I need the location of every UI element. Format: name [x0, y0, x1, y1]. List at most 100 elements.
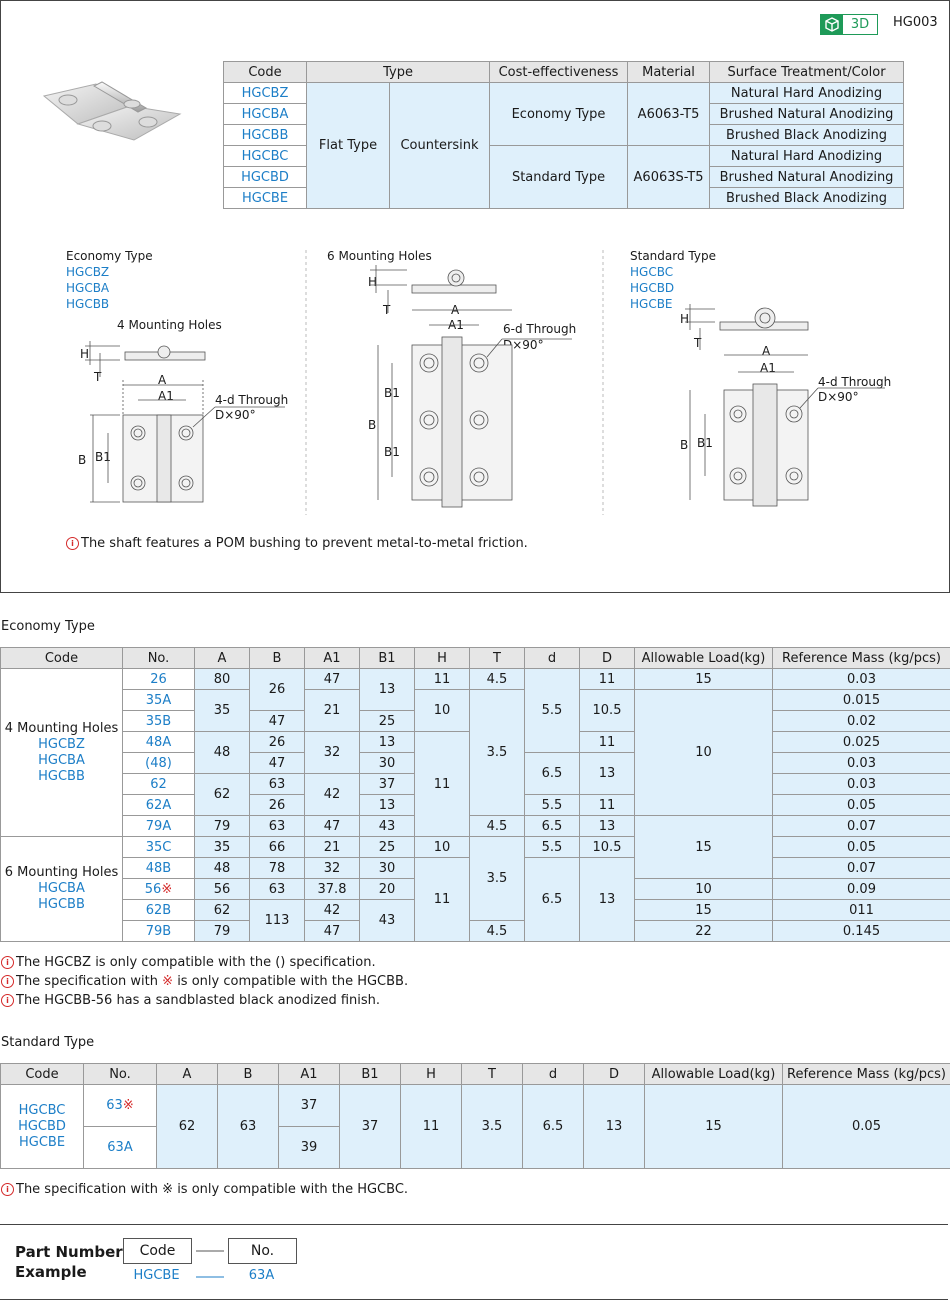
separator-dash	[196, 1250, 224, 1252]
cell: 11	[400, 1084, 462, 1169]
cell: 62	[194, 773, 250, 816]
col-T: T	[469, 647, 525, 669]
code-link[interactable]: HGCBA	[38, 752, 85, 768]
economy-code-link[interactable]: HGCBA	[66, 281, 110, 295]
spec-no-link[interactable]: 79A	[122, 815, 195, 837]
six-holes-label: 6 Mounting Holes	[327, 249, 432, 263]
spec-no-link[interactable]: 62	[122, 773, 195, 795]
dim-H: H	[680, 312, 690, 326]
spec-no-link[interactable]: 63※	[83, 1084, 157, 1127]
code-link[interactable]: HGCBE	[18, 1134, 66, 1150]
dim-B: B	[78, 453, 87, 467]
spec-no-link[interactable]: (48)	[122, 752, 195, 774]
code-link[interactable]: HGCBE	[223, 187, 307, 209]
cell: 0.05	[772, 836, 950, 858]
code-link[interactable]: HGCBA	[38, 881, 85, 896]
cube-icon	[821, 15, 843, 34]
cell: 62	[194, 899, 250, 921]
code-example: HGCBE	[133, 1268, 180, 1283]
col-B1: B1	[339, 1063, 401, 1085]
cell: 11	[414, 668, 470, 690]
cell: 80	[194, 668, 250, 690]
spec-no-link[interactable]: 35B	[122, 710, 195, 732]
countersink-label: D×90°	[215, 408, 256, 422]
cell: 25	[359, 836, 415, 858]
col-material: Material	[627, 61, 711, 83]
economy-section-title: Economy Type	[1, 619, 95, 634]
code-link[interactable]: HGCBB	[223, 124, 307, 146]
col-H: H	[414, 647, 470, 669]
col-B1: B1	[359, 647, 415, 669]
spec-no-link[interactable]: 48B	[122, 857, 195, 879]
cell: 0.05	[782, 1084, 950, 1169]
surface-cell: Brushed Black Anodizing	[709, 124, 905, 146]
cell: 47	[304, 815, 360, 837]
cell: 48	[194, 731, 250, 774]
material-standard: A6063S-T5	[627, 145, 711, 209]
cell: 79	[194, 920, 250, 942]
spec-no-link[interactable]: 62A	[122, 794, 195, 816]
cell: 10	[634, 878, 773, 900]
cell: 30	[359, 857, 415, 879]
spec-no-link[interactable]: 26	[122, 668, 195, 690]
spec-no-link[interactable]: 63A	[83, 1126, 157, 1169]
code-link[interactable]: HGCBC	[223, 145, 307, 167]
code-link[interactable]: HGCBZ	[38, 736, 85, 752]
cell: 011	[772, 899, 950, 921]
col-load: Allowable Load(kg)	[644, 1063, 783, 1085]
cell: 26	[249, 731, 305, 753]
col-T: T	[461, 1063, 523, 1085]
dim-H: H	[80, 347, 90, 361]
material-economy: A6063-T5	[627, 82, 711, 146]
cell: 32	[304, 857, 360, 879]
code-link[interactable]: HGCBB	[38, 897, 85, 912]
economy-spec-table: Code No. A B A1 B1 H T d D Allowable Loa…	[0, 647, 950, 942]
cost-economy: Economy Type	[489, 82, 629, 146]
spec-no-link[interactable]: 56※	[122, 878, 195, 900]
code-link[interactable]: HGCBZ	[223, 82, 307, 104]
standard-code-link[interactable]: HGCBD	[630, 281, 675, 295]
cell: 4.5	[469, 815, 525, 837]
economy-code-link[interactable]: HGCBZ	[66, 265, 110, 279]
standard-code-link[interactable]: HGCBE	[630, 297, 673, 311]
four-holes-label: 4 Mounting Holes	[117, 318, 222, 332]
code-link[interactable]: HGCBB	[38, 768, 85, 784]
cell: 13	[359, 668, 415, 711]
cell: 13	[579, 752, 635, 795]
dim-B: B	[680, 438, 689, 452]
cell: 11	[414, 857, 470, 942]
through-label: 6-d Through	[503, 322, 577, 336]
code-link[interactable]: HGCBC	[18, 1102, 66, 1118]
cell: 6.5	[524, 752, 580, 795]
product-type-table: Code Type Cost-effectiveness Material Su…	[223, 61, 905, 209]
cell: 39	[278, 1126, 340, 1169]
spec-no-link[interactable]: 79B	[122, 920, 195, 942]
col-d: d	[522, 1063, 584, 1085]
cell: 10.5	[579, 836, 635, 858]
surface-cell: Brushed Black Anodizing	[709, 187, 905, 209]
standard-code-link[interactable]: HGCBC	[630, 265, 674, 279]
cell: 10	[414, 689, 470, 732]
economy-code-link[interactable]: HGCBB	[66, 297, 110, 311]
spec-no-link[interactable]: 48A	[122, 731, 195, 753]
3d-model-button[interactable]: 3D	[820, 14, 878, 35]
standard-drawing-title: Standard Type	[630, 249, 716, 263]
cell: 0.025	[772, 731, 950, 753]
cell: 13	[583, 1084, 645, 1169]
cell: 11	[414, 731, 470, 837]
cell: 15	[634, 668, 773, 690]
cell: 0.05	[772, 794, 950, 816]
group-6-holes: 6 Mounting Holes HGCBA HGCBB	[0, 836, 123, 942]
cell: 0.07	[772, 857, 950, 879]
code-link[interactable]: HGCBA	[223, 103, 307, 125]
spec-no-link[interactable]: 35C	[122, 836, 195, 858]
code-link[interactable]: HGCBD	[18, 1118, 66, 1134]
spec-no-link[interactable]: 35A	[122, 689, 195, 711]
code-link[interactable]: HGCBD	[223, 166, 307, 188]
cell: 10.5	[579, 689, 635, 732]
spec-no-link[interactable]: 62B	[122, 899, 195, 921]
cell: 63	[217, 1084, 279, 1169]
